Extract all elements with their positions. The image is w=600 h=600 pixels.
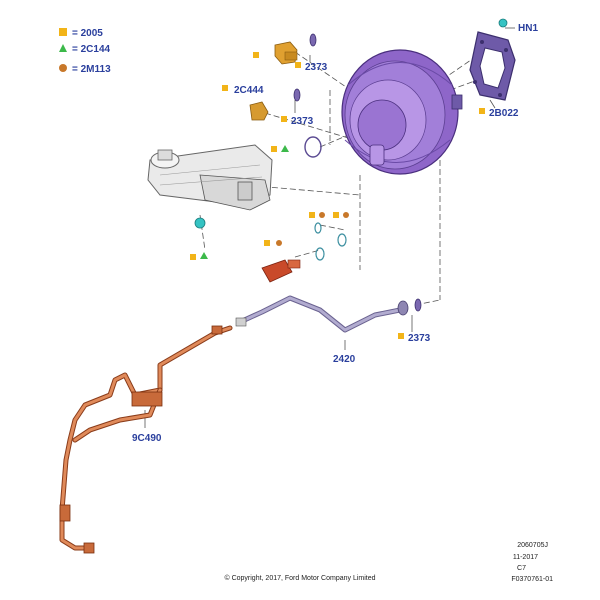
label-2373-a: 2373 <box>305 62 328 73</box>
vacuum-sensor <box>261 240 301 283</box>
brake-booster <box>341 49 463 175</box>
legend-circle-icon <box>59 64 67 72</box>
label-9c490: 9C490 <box>132 433 162 444</box>
fastener-master <box>190 217 208 260</box>
label-2373-b: 2373 <box>291 116 314 127</box>
part-labels: HN1 2373 2C444 2373 2B022 2420 2373 9C49… <box>132 23 538 444</box>
legend-item-2005: = 2005 <box>72 28 103 39</box>
gasket-2b022 <box>469 31 516 101</box>
meta-date: 11-2017 <box>513 554 538 561</box>
legend: = 2005 = 2C144 = 2M113 <box>59 28 111 75</box>
label-2b022: 2B022 <box>489 108 519 119</box>
vacuum-pipe-9c490 <box>59 325 233 554</box>
o-ring-top <box>271 136 322 158</box>
grommet-2373-top <box>309 33 317 47</box>
master-cylinder <box>147 144 273 211</box>
meta-rev: C7 <box>517 565 526 572</box>
legend-item-2m113: = 2M113 <box>72 64 111 75</box>
grommet-2373-low <box>414 298 422 312</box>
o-rings-sensor <box>309 212 349 261</box>
label-2c444: 2C444 <box>234 85 264 96</box>
label-2420: 2420 <box>333 354 356 365</box>
vacuum-hose-2420 <box>235 295 409 333</box>
document-meta: 2060705J 11-2017 C7 F0370761-01 © Copyri… <box>224 542 553 583</box>
fastener-hn1 <box>498 18 508 28</box>
part-2c444 <box>222 85 269 121</box>
label-hn1: HN1 <box>518 23 538 34</box>
legend-item-2c144: = 2C144 <box>72 44 111 55</box>
copyright: © Copyright, 2017, Ford Motor Company Li… <box>224 574 375 582</box>
grommet-2373-mid <box>293 88 301 102</box>
meta-code: 2060705J <box>517 542 548 549</box>
legend-square-icon <box>59 28 67 36</box>
pressure-switch <box>253 41 298 65</box>
meta-ref: F0370761-01 <box>511 576 553 583</box>
label-2373-c: 2373 <box>408 333 431 344</box>
legend-triangle-icon <box>59 44 67 52</box>
